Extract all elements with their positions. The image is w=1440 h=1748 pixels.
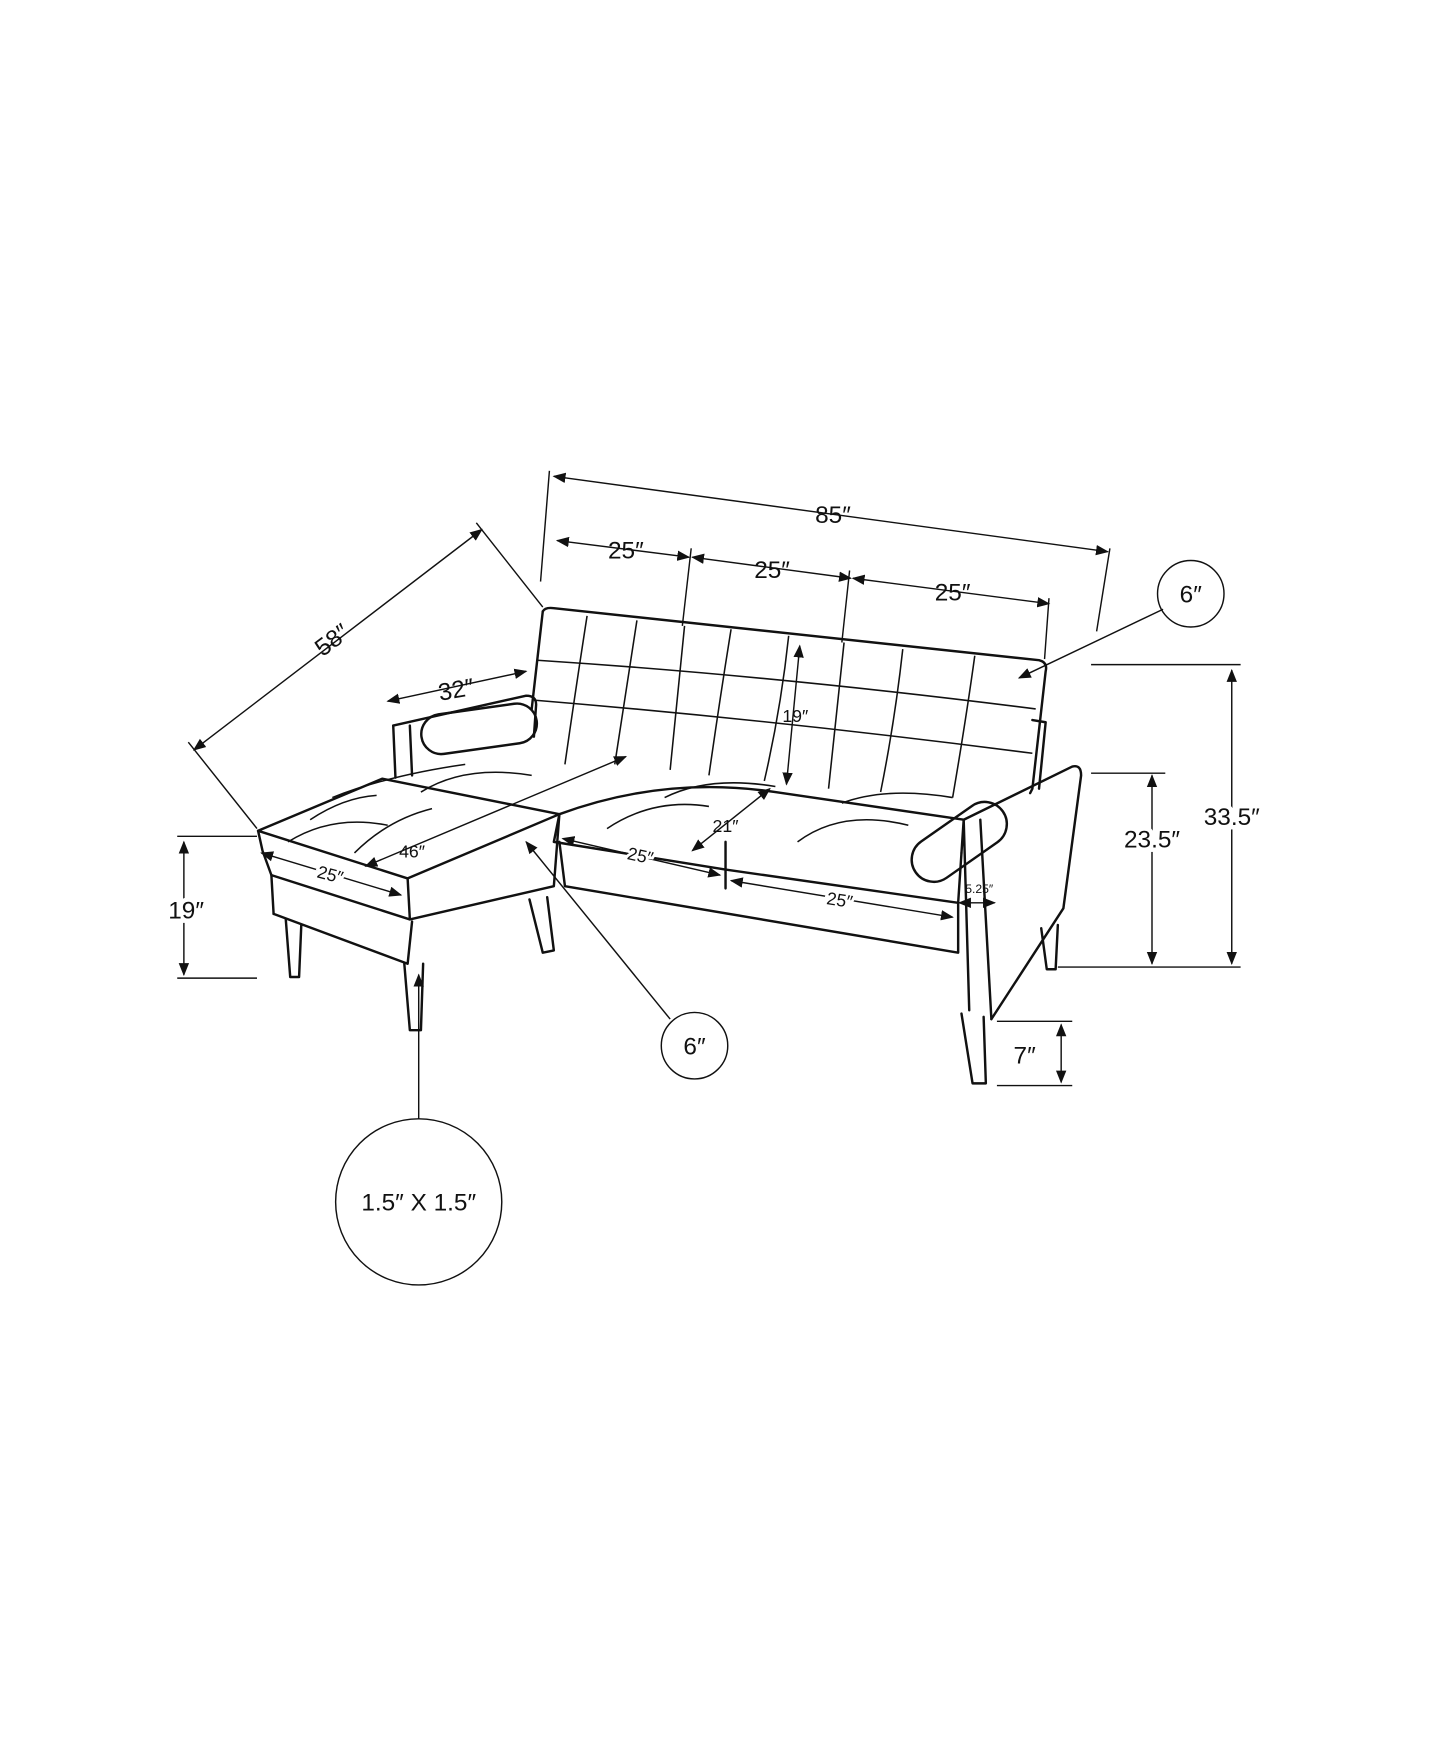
label-chaise-length: 46″ [399, 841, 425, 861]
back-tufting [533, 615, 1036, 798]
label-leg-height: 7″ [1014, 1042, 1037, 1069]
label-seat-cushion-2: 25″ [825, 888, 854, 912]
right-bolster-pillow [910, 800, 1009, 884]
label-arm-width: 5.25″ [965, 882, 994, 896]
callout-circle-chaise [660, 1011, 729, 1080]
label-seat-cushion-1: 25″ [626, 843, 656, 868]
label-leg-size: 1.5″ X 1.5″ [361, 1190, 476, 1217]
label-seat-depth: 21″ [713, 816, 739, 836]
left-bolster-pillow [420, 702, 539, 756]
label-overall-height: 33.5″ [1204, 804, 1260, 831]
left-arm [392, 694, 539, 779]
label-back-section-1: 25″ [608, 537, 644, 564]
label-overall-width: 85″ [815, 502, 851, 529]
dimension-lines [177, 470, 1241, 1286]
dimension-labels: 85″ 25″ 25″ 25″ 58″ 32″ 19″ 6″ 33.5″ 23.… [164, 502, 1265, 1217]
sofa-back [541, 606, 1048, 795]
label-back-section-3: 25″ [935, 579, 971, 606]
label-back-callout: 6″ [1180, 582, 1203, 609]
main-seat [552, 782, 965, 954]
label-seat-height: 19″ [168, 897, 204, 924]
label-chaise-depth: 32″ [436, 674, 476, 707]
callout-circle-back [1156, 559, 1225, 628]
label-chaise-width: 25″ [315, 862, 345, 888]
legs [284, 896, 1060, 1085]
label-back-section-2: 25″ [754, 557, 790, 584]
right-arm [910, 764, 1083, 1021]
label-chaise-callout: 6″ [683, 1034, 706, 1061]
chaise [256, 763, 561, 965]
sofa-outline [256, 606, 1083, 1085]
callout-circle-leg [334, 1118, 503, 1286]
label-arm-height: 23.5″ [1124, 826, 1180, 853]
label-back-height: 19″ [782, 706, 808, 726]
